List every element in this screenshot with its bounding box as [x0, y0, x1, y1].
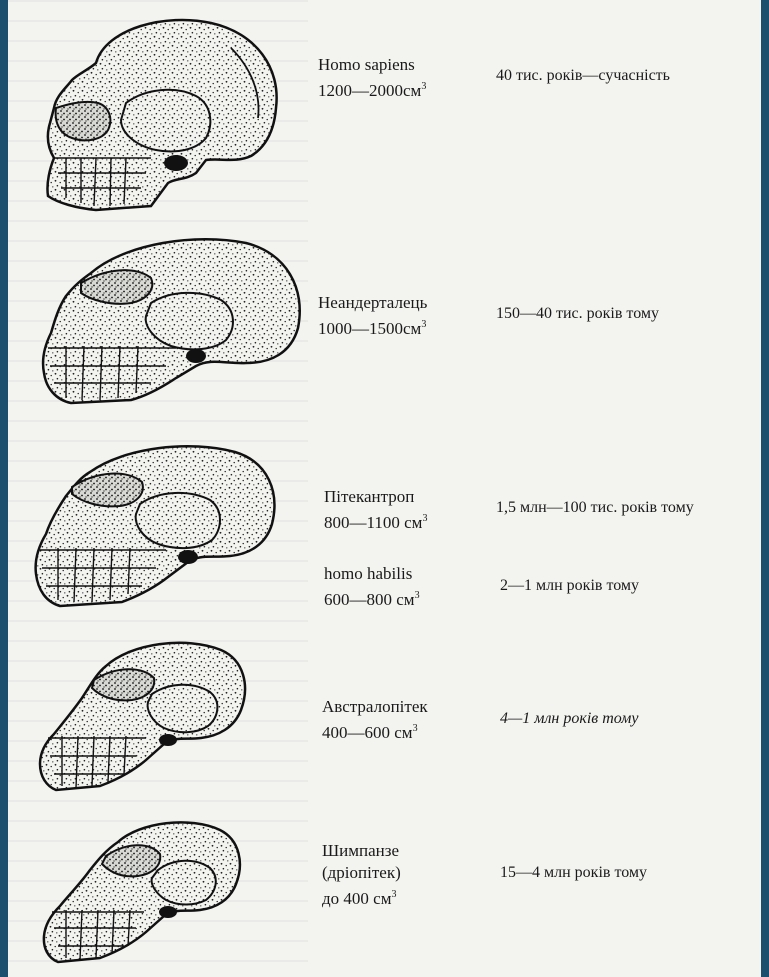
species-name: Неандерталець	[318, 292, 427, 314]
age-range-chimpanzee: 15—4 млн років тому	[500, 862, 647, 884]
species-label-homo-sapiens: Homo sapiens 1200—2000см3	[318, 54, 426, 102]
chimpanzee-skull-icon	[40, 808, 245, 968]
species-label-australopithecus: Австралопітек 400—600 см3	[322, 696, 428, 744]
australopithecus-skull-icon	[36, 628, 251, 798]
age-range-homo-habilis: 2—1 млн років тому	[500, 575, 639, 597]
figure-page: Homo sapiens 1200—2000см3 40 тис. років—…	[8, 0, 761, 977]
species-label-homo-habilis: homo habilis 600—800 см3	[324, 563, 420, 611]
pithecanthropus-skull-icon	[30, 432, 282, 612]
species-name-line-2: (дріопітек)	[322, 862, 401, 884]
brain-volume: 1000—1500см3	[318, 314, 427, 340]
species-name-line-1: Шимпанзе	[322, 840, 401, 862]
species-name: Австралопітек	[322, 696, 428, 718]
age-range-neanderthal: 150—40 тис. років тому	[496, 303, 659, 325]
species-label-neanderthal: Неандерталець 1000—1500см3	[318, 292, 427, 340]
neanderthal-skull-icon	[36, 228, 311, 408]
homo-sapiens-skull-icon	[36, 8, 291, 213]
brain-volume: 600—800 см3	[324, 585, 420, 611]
age-range-homo-sapiens: 40 тис. років—сучасність	[496, 65, 670, 87]
species-label-chimpanzee: Шимпанзе (дріопітек) до 400 см3	[322, 840, 401, 910]
brain-volume: 400—600 см3	[322, 718, 428, 744]
species-name: Homo sapiens	[318, 54, 426, 76]
brain-volume: 1200—2000см3	[318, 76, 426, 102]
brain-volume: до 400 см3	[322, 884, 401, 910]
age-range-australopithecus: 4—1 млн років тому	[500, 708, 638, 730]
brain-volume: 800—1100 см3	[324, 508, 427, 534]
species-label-pithecanthropus: Пітекантроп 800—1100 см3	[324, 486, 427, 534]
species-name: homo habilis	[324, 563, 420, 585]
age-range-pithecanthropus: 1,5 млн—100 тис. років тому	[496, 497, 694, 519]
species-name: Пітекантроп	[324, 486, 427, 508]
